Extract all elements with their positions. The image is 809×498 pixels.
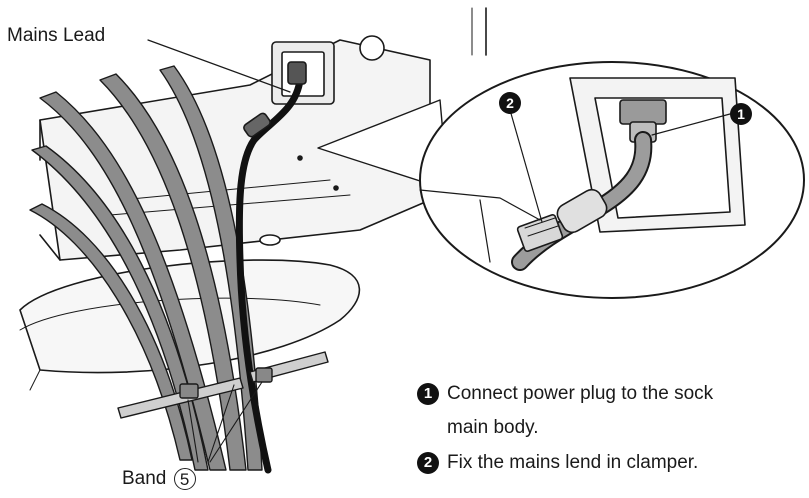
- callout-2-leader: [509, 109, 543, 223]
- mains-lead-cable: [235, 76, 304, 474]
- step-2: 2 Fix the mains lend in clamper.: [417, 451, 698, 475]
- step-2-badge: 2: [417, 451, 439, 474]
- cable: [99, 73, 247, 471]
- stand-base-edge: [29, 369, 41, 391]
- band-buckle: [255, 367, 273, 383]
- zoom-clamper-ridges: [524, 217, 559, 237]
- band-label-text: Band: [122, 468, 167, 490]
- screw-dot: [297, 155, 303, 161]
- band-leaders: [187, 381, 263, 463]
- zoom-panel-lines: [419, 189, 541, 263]
- zoom-plug-head: [619, 99, 667, 125]
- step-1-badge: 1: [417, 382, 439, 405]
- band-buckle: [179, 383, 199, 399]
- cable: [29, 203, 193, 461]
- callout-1-leader: [651, 113, 731, 136]
- stand-post: [259, 234, 281, 246]
- cable: [31, 145, 209, 471]
- mains-lead-leader: [147, 39, 291, 93]
- mains-plug: [287, 61, 307, 85]
- round-hole: [359, 35, 385, 61]
- svg-text:2: 2: [506, 95, 514, 111]
- cable: [39, 91, 227, 471]
- callout-badge-1: 1: [730, 103, 752, 125]
- cable-clamp: [243, 112, 271, 138]
- callout-badge-2: 2: [499, 92, 521, 114]
- zoom-ferrite-core: [556, 188, 608, 234]
- screw-dot: [333, 185, 339, 191]
- band-number-badge: 5: [173, 468, 196, 490]
- step-2-text: Fix the mains lend in clamper.: [447, 452, 699, 473]
- svg-text:1: 1: [737, 106, 745, 122]
- step-1-continued: main body.: [447, 417, 539, 438]
- step-1-text: Connect power plug to the sock: [447, 383, 714, 404]
- mains-lead-label: Mains Lead: [7, 25, 106, 46]
- band-label: Band 5: [122, 468, 196, 490]
- zoom-clamper: [516, 213, 564, 253]
- bands-group: [117, 351, 329, 419]
- step-1: 1 Connect power plug to the sock: [417, 382, 713, 406]
